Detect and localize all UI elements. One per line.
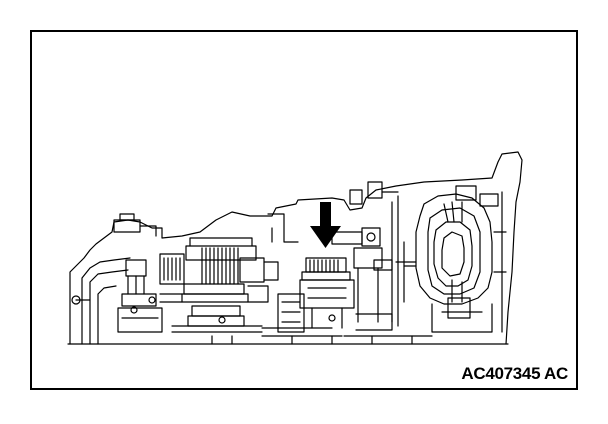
clutch-pack-front [159, 253, 185, 285]
torque-converter [415, 185, 499, 305]
figure-frame: AC407345 AC [30, 30, 578, 390]
down-arrow-icon [310, 202, 341, 248]
housing-outline [69, 151, 523, 345]
transmission-cross-section [67, 151, 523, 345]
clutch-pack-target [299, 257, 355, 329]
figure-id-label: AC407345 AC [461, 364, 568, 383]
clutch-pack-center [201, 247, 239, 285]
